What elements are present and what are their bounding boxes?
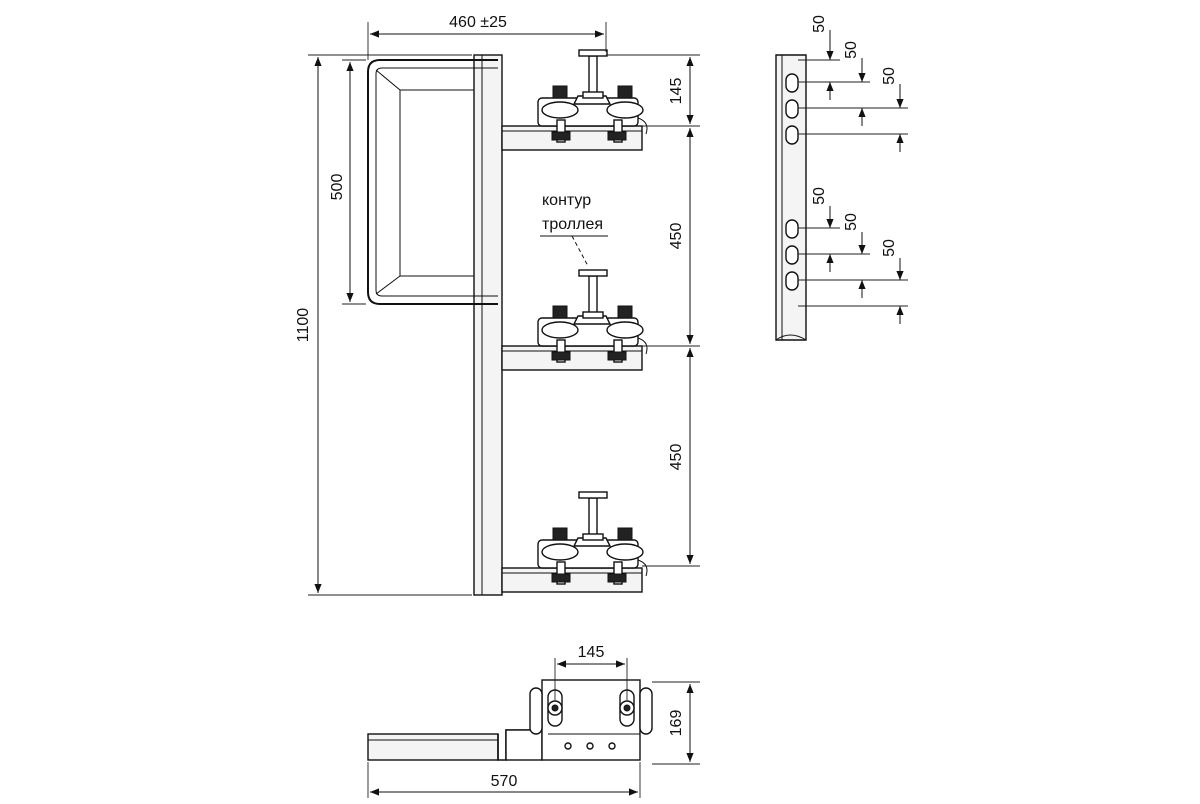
dim-total-height-label: 1100 <box>295 308 312 343</box>
slot-pitch-label: 50 <box>843 213 860 231</box>
trolley-note: контур троллея <box>540 192 608 267</box>
slot <box>785 125 799 145</box>
dim-bottom-height: 169 <box>652 681 700 765</box>
dim-spacing-2: 450 <box>642 348 700 567</box>
dim-frame-height-label: 500 <box>329 174 346 201</box>
plan-view: 145 169 570 <box>367 644 700 798</box>
slot <box>785 99 799 119</box>
c-frame <box>367 59 498 305</box>
arm-middle <box>501 269 648 371</box>
slot <box>785 245 799 265</box>
dim-bottom-length-label: 570 <box>491 773 518 790</box>
side-view: 50 50 50 50 50 50 <box>775 15 908 341</box>
dim-slot-pitch-upper: 50 50 50 <box>798 15 908 152</box>
trolley-label-line2: троллея <box>542 216 603 233</box>
dim-bottom-spacing-label: 145 <box>578 644 605 661</box>
dim-frame-height: 500 <box>329 59 366 305</box>
arm-bottom <box>501 491 648 593</box>
slot-pitch-label: 50 <box>881 67 898 85</box>
trolley-label-line1: контур <box>542 192 591 209</box>
dim-bottom-spacing: 145 <box>554 644 628 700</box>
dim-total-height: 1100 <box>295 54 472 596</box>
slot <box>785 271 799 291</box>
slot-pitch-label: 50 <box>881 239 898 257</box>
dim-bracket-width-label: 460 ±25 <box>449 14 507 31</box>
slot <box>785 73 799 93</box>
dim-bracket-width: 460 ±25 <box>367 14 607 60</box>
arm-top <box>501 49 648 151</box>
slot-pitch-label: 50 <box>811 15 828 33</box>
dim-spacing-1: 450 <box>642 128 700 347</box>
dim-top-offset: 145 <box>606 54 700 127</box>
dim-spacing-2-label: 450 <box>668 444 685 471</box>
dim-bottom-length: 570 <box>367 762 641 798</box>
slot <box>785 219 799 239</box>
dim-slot-pitch-lower: 50 50 50 <box>798 187 908 324</box>
vertical-post <box>473 54 503 596</box>
slot-pitch-label: 50 <box>843 41 860 59</box>
front-view: 460 ±25 1100 500 145 450 <box>295 14 700 596</box>
dim-bottom-height-label: 169 <box>668 710 685 737</box>
slot-pitch-label: 50 <box>811 187 828 205</box>
dim-top-offset-label: 145 <box>668 78 685 105</box>
dim-spacing-1-label: 450 <box>668 223 685 250</box>
